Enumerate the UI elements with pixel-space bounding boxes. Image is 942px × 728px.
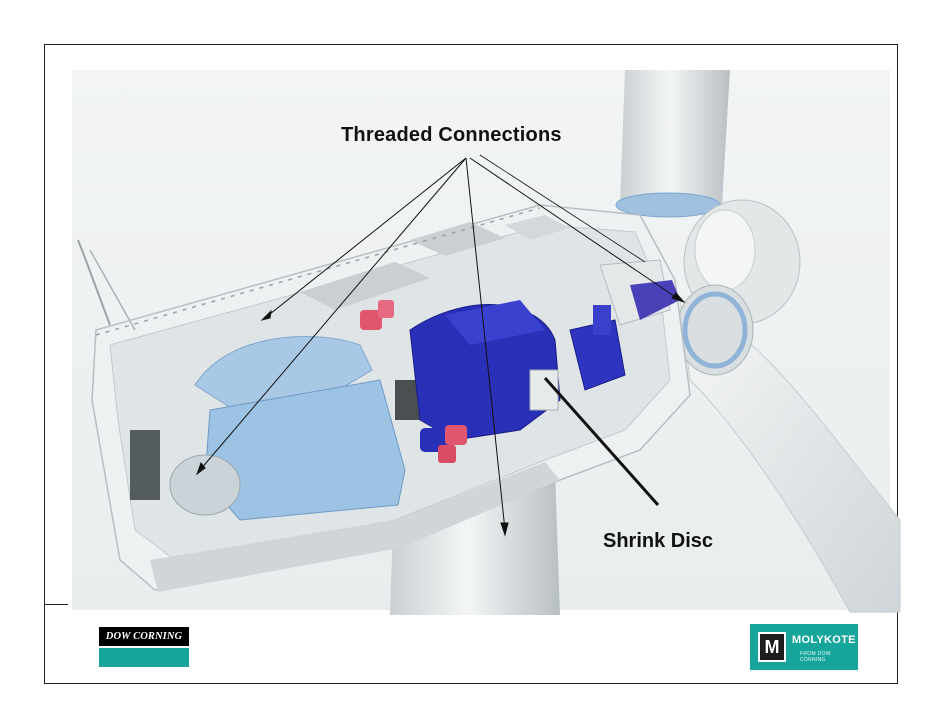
molykote-subtitle: FROM DOW CORNING [800, 651, 831, 663]
yaw-drive [569, 259, 680, 391]
threaded-connections-label: Threaded Connections [341, 124, 562, 146]
dow-corning-bar [99, 648, 189, 667]
generator [130, 335, 406, 521]
molykote-mark-icon: M [758, 632, 786, 662]
gearbox [395, 300, 561, 441]
slide-rule [44, 604, 68, 605]
shrink-disc-label: Shrink Disc [603, 530, 714, 552]
molykote-wordmark: MOLYKOTE [792, 634, 856, 646]
upper-blade [615, 70, 730, 218]
molykote-logo: M MOLYKOTE FROM DOW CORNING [750, 624, 858, 670]
dow-corning-logo: DOW CORNING [99, 627, 189, 667]
dow-corning-wordmark: DOW CORNING [99, 627, 189, 646]
bolt-connections [360, 300, 467, 463]
annotation-arrows [195, 154, 686, 537]
slide-frame [44, 44, 898, 684]
lower-blade [676, 284, 901, 613]
